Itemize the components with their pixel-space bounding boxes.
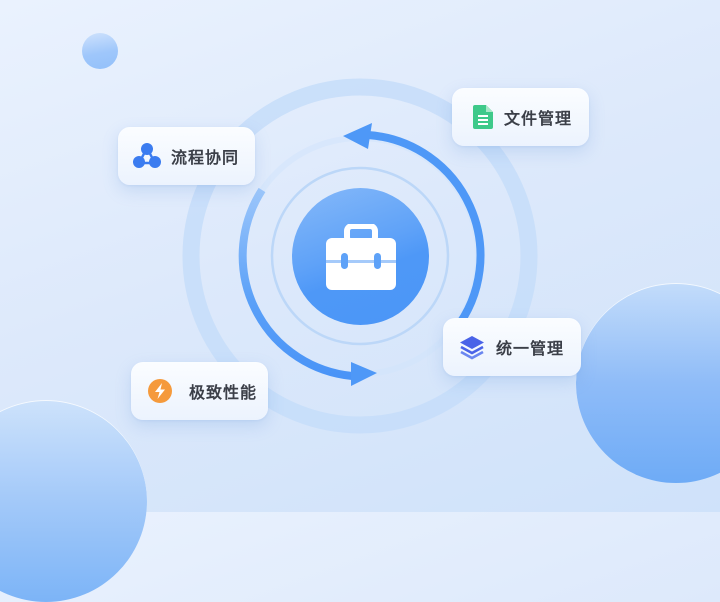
briefcase-icon [325, 223, 396, 290]
feature-card-flow[interactable]: 流程协同 [118, 127, 255, 185]
cycle-arrow-right [367, 131, 485, 333]
feature-label: 流程协同 [171, 148, 240, 167]
inner-ring [270, 166, 450, 346]
feature-label: 文件管理 [504, 109, 573, 128]
document-icon [472, 102, 494, 132]
layers-icon [457, 332, 487, 362]
cycle-arrow-left [238, 187, 353, 380]
feature-card-unified[interactable]: 统一管理 [443, 318, 581, 376]
decorative-bubble-small [82, 33, 118, 69]
orbit-rings [182, 78, 538, 434]
feature-card-files[interactable]: 文件管理 [452, 88, 589, 146]
feature-card-performance[interactable]: 极致性能 [131, 362, 268, 420]
outer-ring [182, 78, 538, 434]
feature-diagram: 流程协同 文件管理 统一管理 [0, 33, 720, 602]
workflow-nodes-icon [132, 141, 162, 171]
arrowhead-bottom [351, 362, 377, 386]
feature-label: 统一管理 [496, 339, 565, 358]
lightning-icon [145, 376, 175, 406]
arrowhead-top [343, 123, 372, 149]
feature-label: 极致性能 [189, 383, 258, 402]
center-hub [292, 188, 429, 325]
